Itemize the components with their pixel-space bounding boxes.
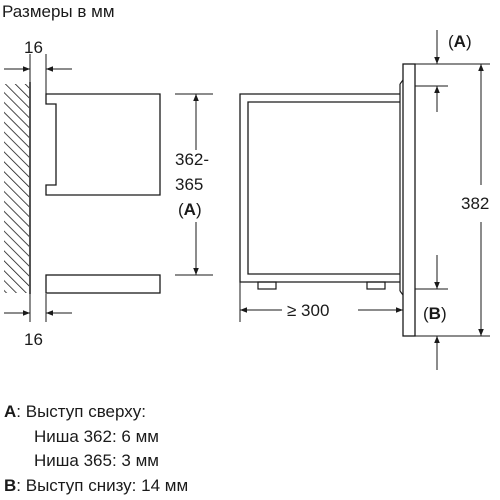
- appliance-front-panel: [402, 63, 416, 337]
- niche-height-label-line2: 365: [175, 175, 203, 194]
- legend-b-key: B: [4, 475, 17, 495]
- ref-b-label: (B): [423, 304, 447, 323]
- legend-a-line2: Ниша 365: 3 мм: [34, 451, 159, 470]
- appliance-foot-left: [257, 281, 277, 290]
- wall-section: 16 16: [4, 38, 72, 349]
- niche-front-view: 362- 365 (A): [45, 93, 213, 294]
- appliance-body-outline: [239, 93, 400, 283]
- wall-hatching: [4, 84, 29, 293]
- legend-b-text: : Выступ снизу: 14 мм: [16, 475, 189, 495]
- ref-a-letter: A: [454, 32, 466, 51]
- niche-height-label-line1: 362-: [175, 150, 209, 169]
- legend-row-b: B: Выступ снизу: 14 мм: [4, 474, 188, 499]
- diagram-title: Размеры в мм: [2, 2, 115, 21]
- niche-height-ref-letter: A: [184, 200, 196, 219]
- appliance-side-view: ≥ 300 (A) (B) 382: [239, 30, 490, 370]
- legend-a-line1: Ниша 362: 6 мм: [34, 426, 159, 446]
- ref-a-label: (A): [448, 32, 472, 51]
- total-height-label: 382: [461, 194, 489, 213]
- appliance-foot-right: [366, 281, 386, 290]
- legend-a-text: : Выступ сверху:: [16, 402, 146, 421]
- wall-bottom-dim-label: 16: [24, 330, 43, 349]
- niche-height-ref-open: (: [178, 200, 184, 219]
- appliance-front-bottom-bevel: [399, 290, 404, 296]
- upper-cabinet-outline: [45, 93, 161, 196]
- appliance-front-top-bevel: [399, 79, 404, 85]
- legend-row-a: A: Выступ сверху:: [4, 400, 188, 425]
- lower-cabinet-outline: [45, 274, 161, 294]
- niche-height-ref-close: ): [196, 200, 202, 219]
- depth-dim-label: ≥ 300: [287, 301, 329, 320]
- niche-height-ref: (A): [178, 200, 202, 219]
- appliance-inner-outline: [247, 101, 400, 275]
- ref-b-letter: B: [429, 304, 441, 323]
- wall-top-dim-label: 16: [24, 38, 43, 57]
- legend-a-key: A: [4, 402, 17, 421]
- legend: A: Выступ сверху: Ниша 362: 6 мм Ниша 36…: [4, 400, 188, 498]
